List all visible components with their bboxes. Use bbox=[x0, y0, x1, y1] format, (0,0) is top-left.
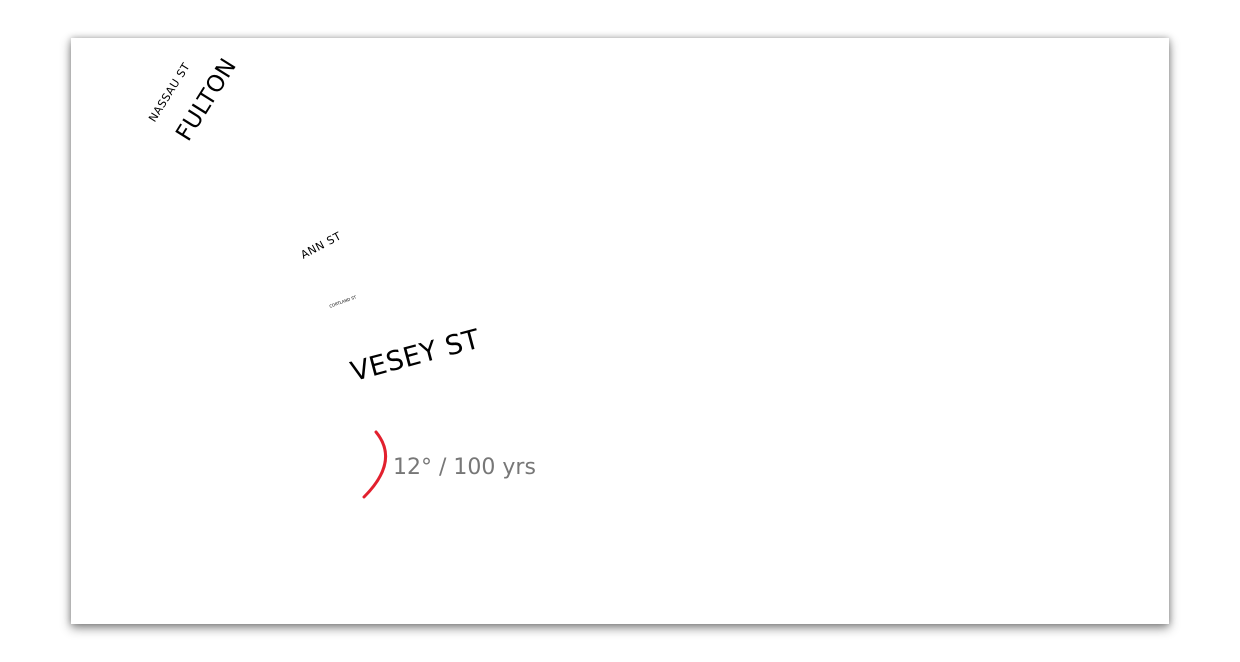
street-label-ann: ANN ST bbox=[298, 229, 344, 262]
rotation-arc-icon bbox=[362, 430, 388, 499]
street-label-cortland: CORTLAND ST bbox=[328, 294, 357, 309]
street-label-vesey: VESEY ST bbox=[347, 323, 484, 389]
rotation-rate-text: 12° / 100 yrs bbox=[393, 455, 536, 480]
slide-canvas: NASSAU ST FULTON ANN ST CORTLAND ST VESE… bbox=[71, 38, 1169, 624]
